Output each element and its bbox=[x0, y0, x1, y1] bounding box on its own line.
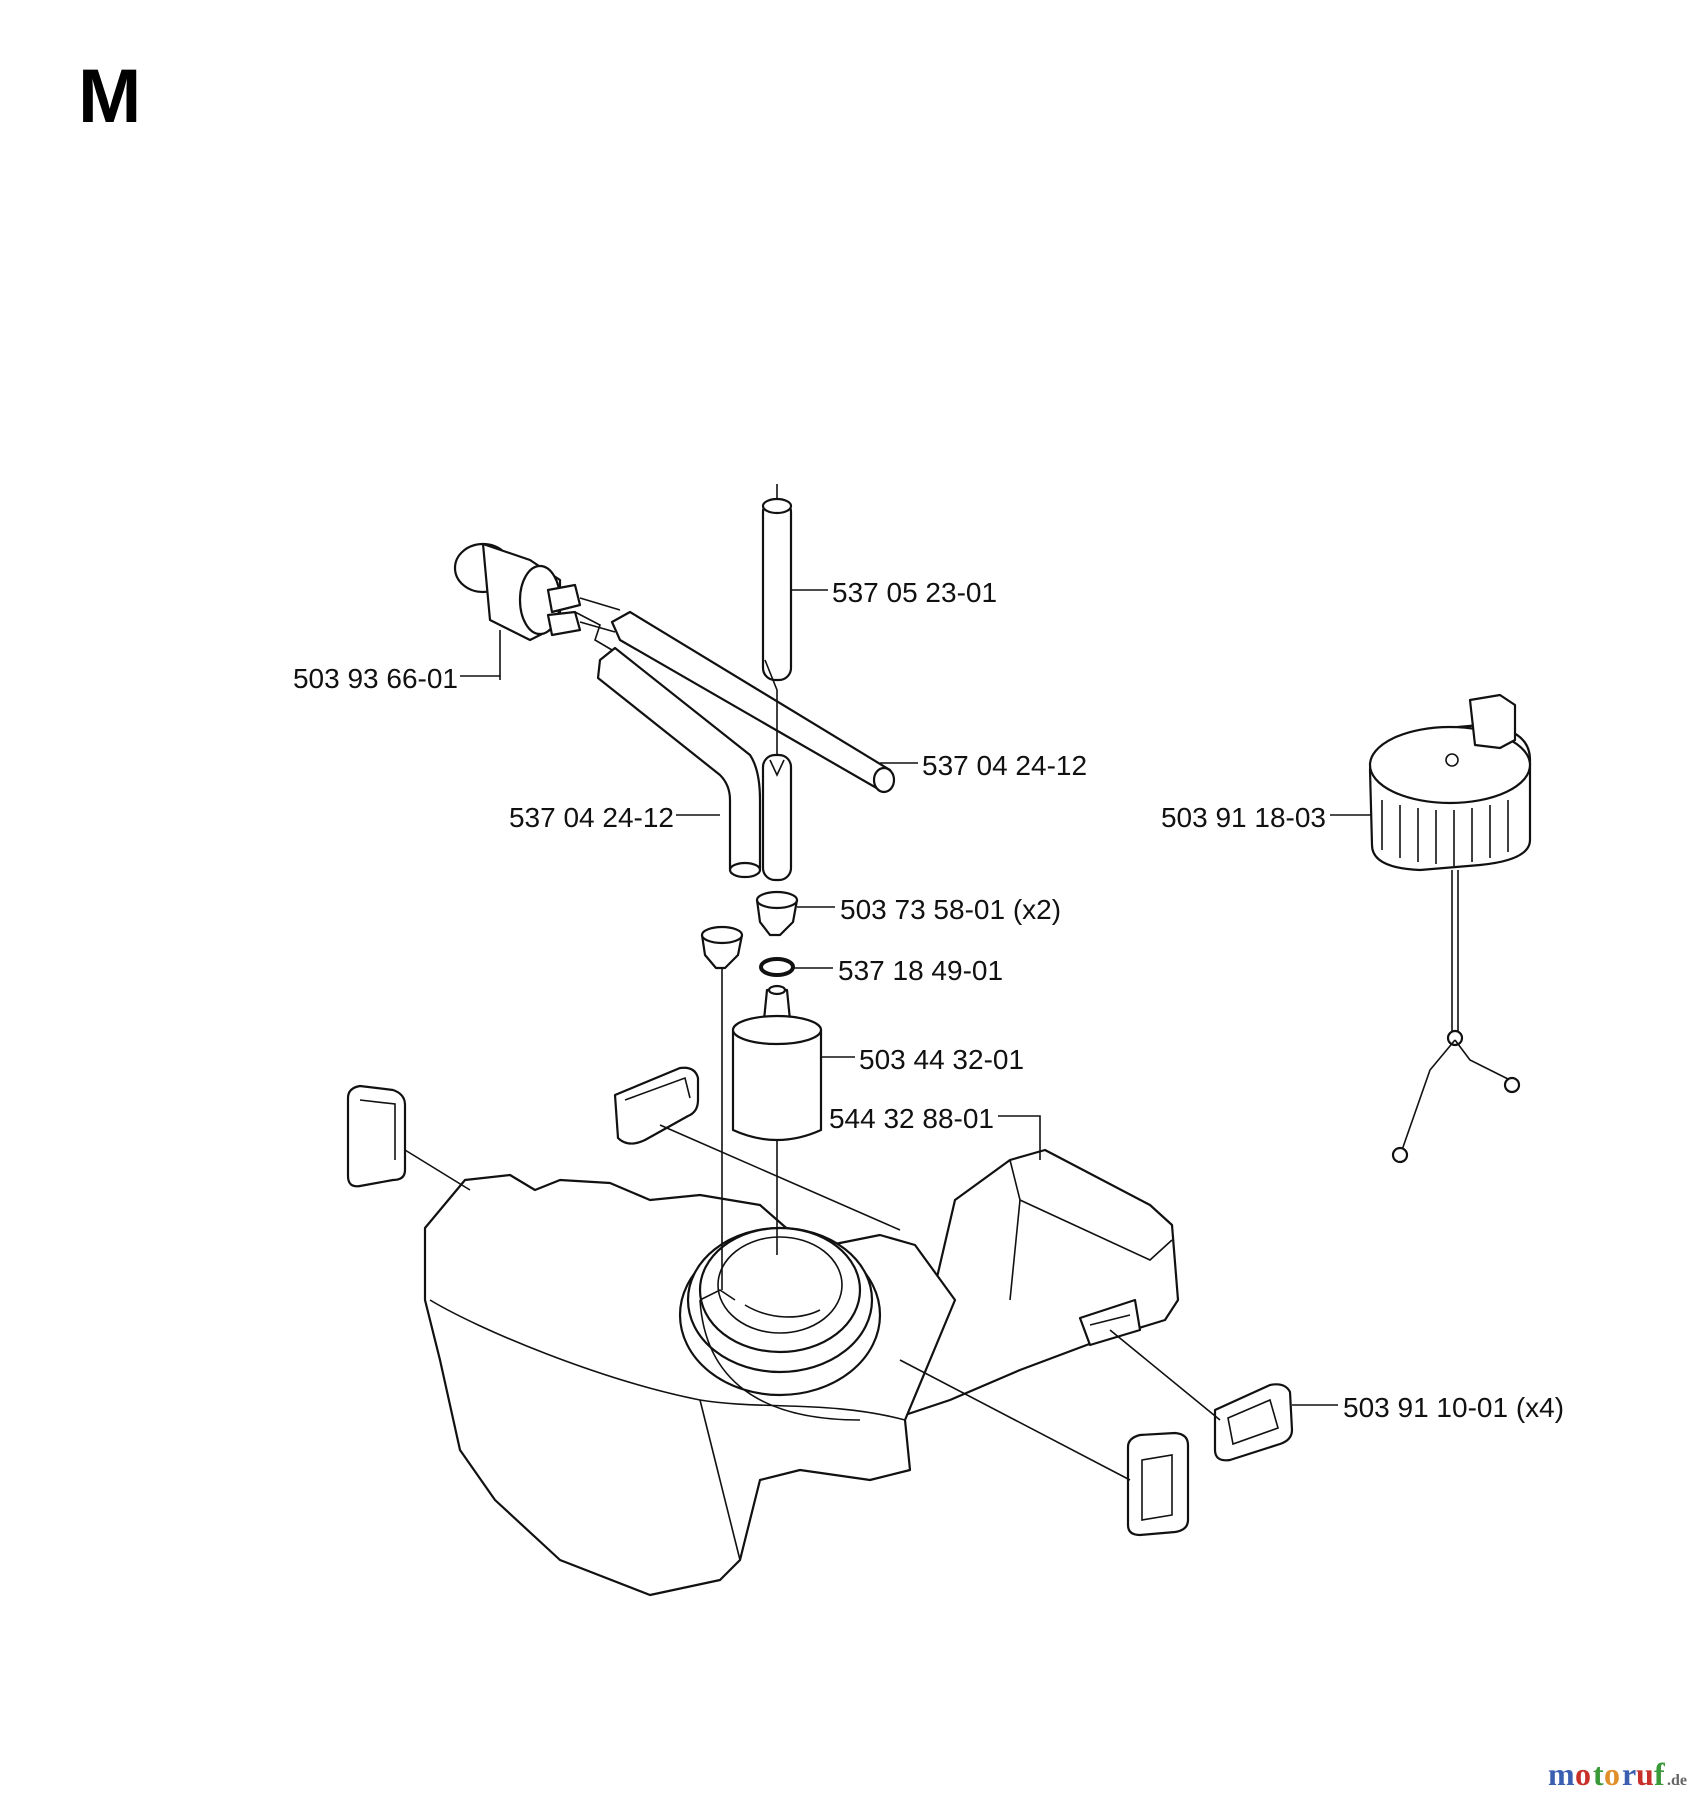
fuel-tank-drawing bbox=[423, 1148, 1180, 1597]
part-label-fuel-cap: 503 91 18-03 bbox=[1161, 802, 1326, 833]
part-label-fuel-hose-bent: 537 04 24-12 bbox=[509, 802, 674, 833]
watermark-letter: o bbox=[1604, 1756, 1620, 1792]
watermark-letter: f bbox=[1654, 1756, 1665, 1792]
rubber-mounts-drawing bbox=[346, 1066, 1294, 1537]
grommets-filter-drawing bbox=[700, 890, 823, 1290]
part-label-o-ring: 537 18 49-01 bbox=[838, 955, 1003, 986]
part-label-fuel-tank: 544 32 88-01 bbox=[829, 1103, 994, 1134]
watermark-letter: r bbox=[1622, 1756, 1636, 1792]
watermark-suffix: .de bbox=[1667, 1772, 1687, 1789]
watermark-letter: t bbox=[1593, 1756, 1604, 1792]
fuel-hoses-drawing bbox=[574, 484, 896, 882]
part-label-rubber-mount: 503 91 10-01 (x4) bbox=[1343, 1392, 1564, 1423]
watermark-letter: m bbox=[1548, 1756, 1575, 1792]
watermark-letter: o bbox=[1575, 1756, 1591, 1792]
leader-lines bbox=[460, 589, 1372, 1406]
section-letter: M bbox=[78, 54, 141, 139]
watermark-letter: u bbox=[1636, 1756, 1654, 1792]
part-label-fuel-filter: 503 44 32-01 bbox=[859, 1044, 1024, 1075]
part-label-grommet: 503 73 58-01 (x2) bbox=[840, 894, 1061, 925]
primer-bulb-drawing bbox=[453, 542, 621, 642]
part-label-fuel-hose-top: 537 05 23-01 bbox=[832, 577, 997, 608]
part-label-fuel-hose-diagonal: 537 04 24-12 bbox=[922, 750, 1087, 781]
watermark-logo: m o t o r u f .de bbox=[1548, 1756, 1687, 1792]
fuel-cap-drawing bbox=[1368, 693, 1532, 1164]
part-label-primer-bulb: 503 93 66-01 bbox=[293, 663, 458, 694]
